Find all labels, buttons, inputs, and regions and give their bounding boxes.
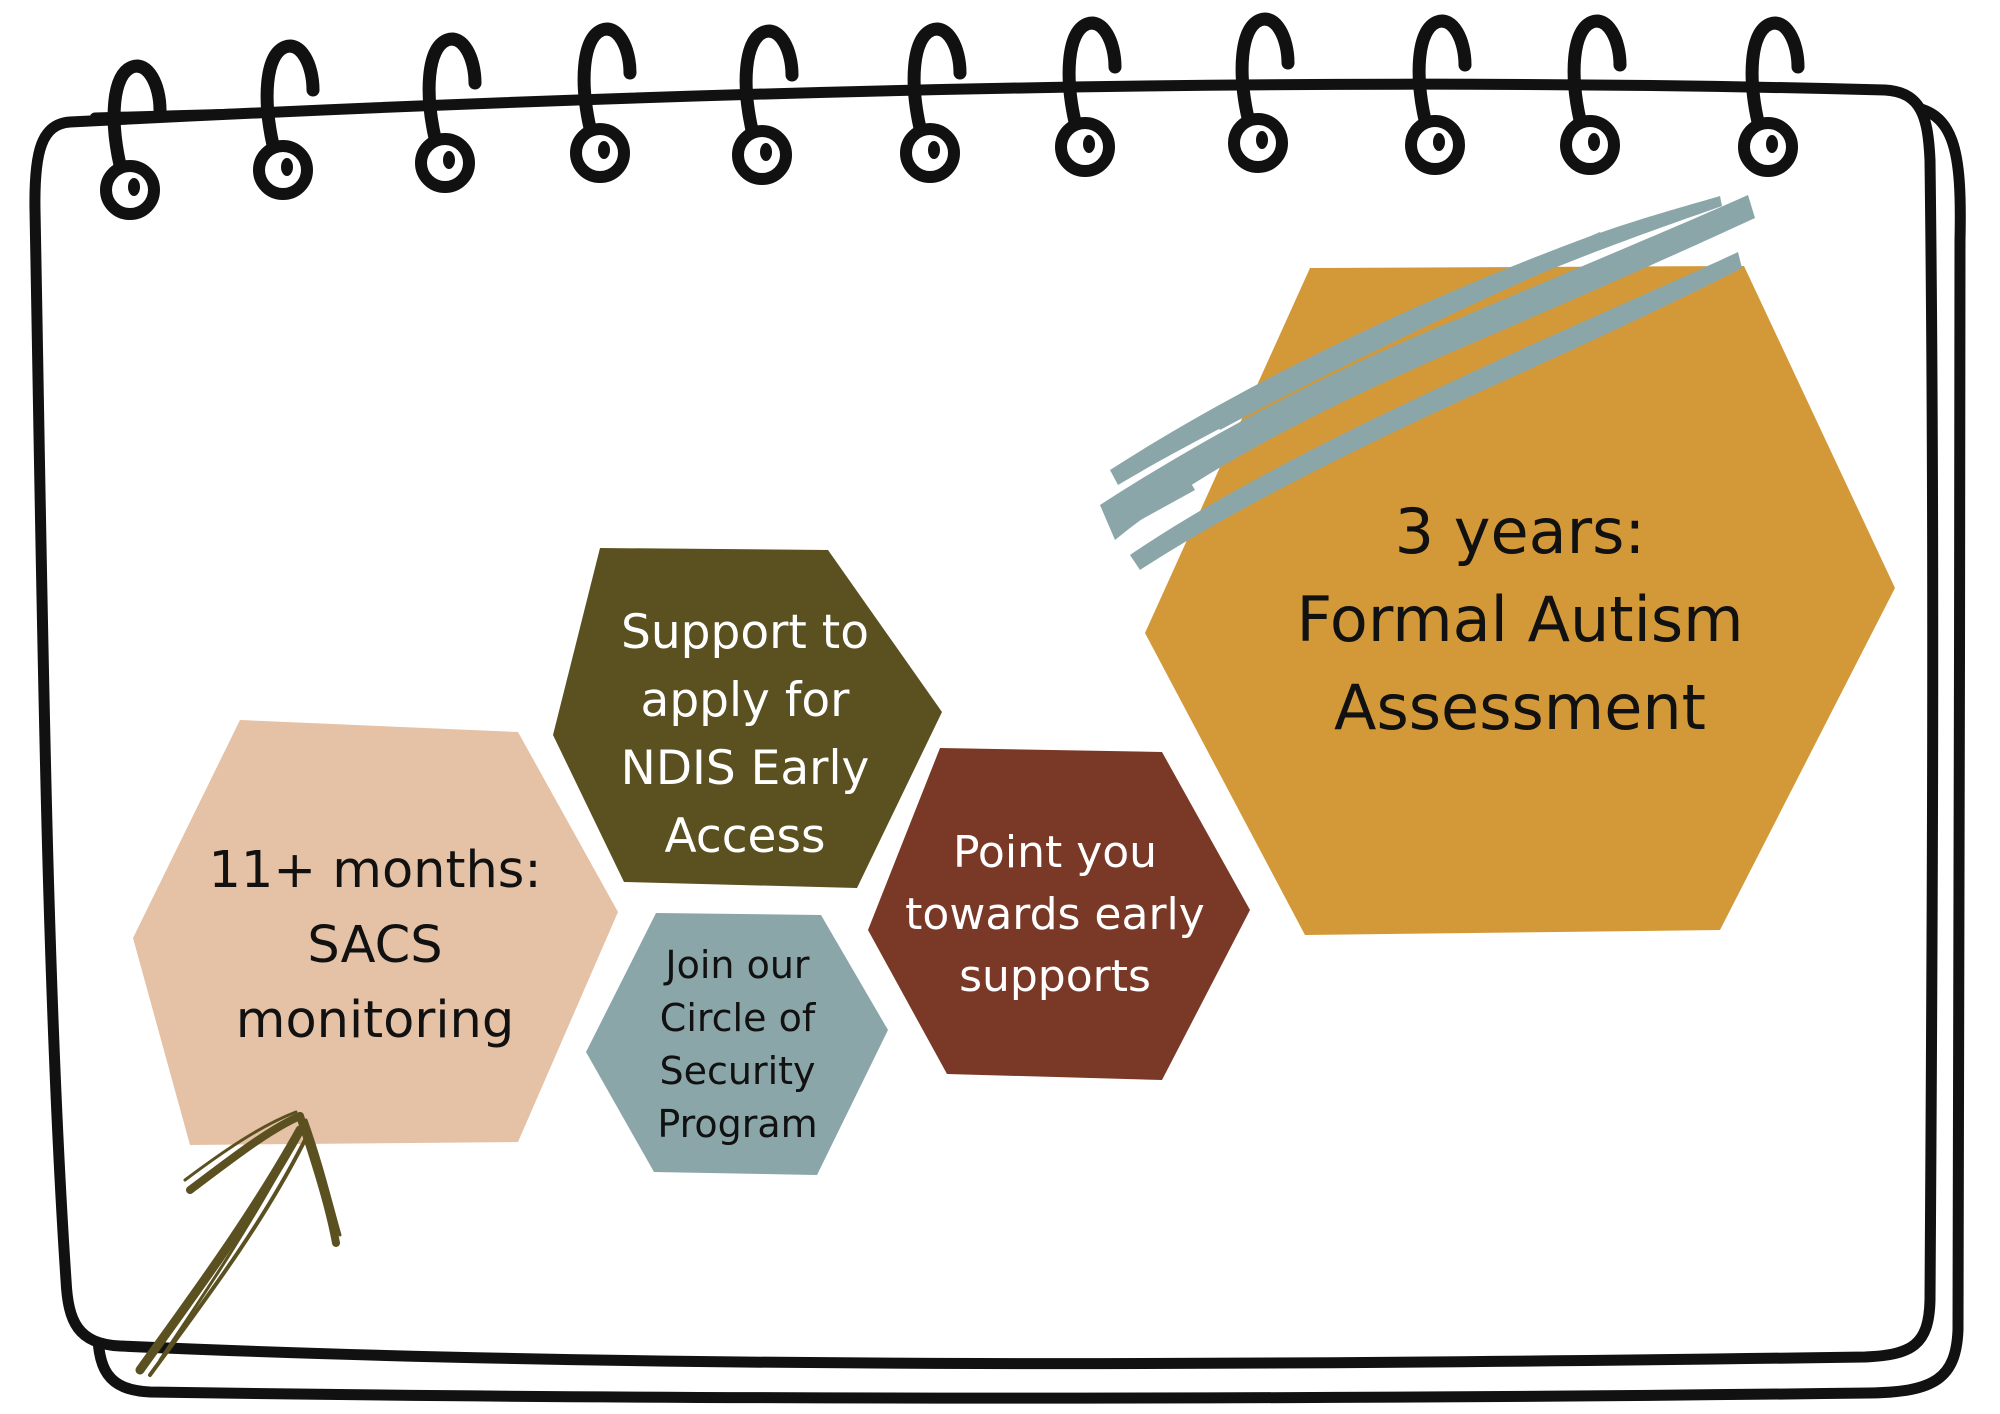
binding-hole-mark bbox=[598, 141, 610, 159]
spiral-ring-icon bbox=[1235, 12, 1295, 125]
binding-hole-mark bbox=[1256, 131, 1268, 149]
point-label: Point you towards early supports bbox=[880, 815, 1230, 1015]
binding-hole-mark bbox=[1588, 133, 1600, 151]
ndis-line-4: Access bbox=[664, 809, 826, 864]
spiral-ring-icon bbox=[1412, 14, 1472, 127]
circle-line-3: Security bbox=[659, 1049, 816, 1093]
brush-stroke bbox=[1100, 195, 1755, 570]
circle-line-1: Join our bbox=[665, 943, 810, 987]
hand-drawn-arrow-icon bbox=[135, 1110, 342, 1377]
assessment-label: 3 years: Formal Autism Assessment bbox=[1180, 470, 1860, 770]
point-line-2: towards early bbox=[905, 889, 1205, 940]
hex-formal-autism-assessment bbox=[1145, 266, 1895, 935]
sacs-line-1: 11+ months: bbox=[208, 840, 542, 900]
binding-hole-mark bbox=[443, 151, 455, 169]
spiral-ring-icon bbox=[1062, 16, 1122, 129]
binding-hole-mark bbox=[1433, 133, 1445, 151]
spiral-ring-icon bbox=[1745, 16, 1805, 129]
spiral-ring-icon bbox=[739, 24, 799, 137]
circle-line-4: Program bbox=[657, 1102, 818, 1146]
hex-ndis-early-access bbox=[553, 548, 942, 888]
spiral-ring-icon bbox=[107, 59, 167, 172]
spiral-ring-icon bbox=[1567, 14, 1627, 127]
binding-hole-mark bbox=[928, 141, 940, 159]
sacs-line-3: monitoring bbox=[235, 990, 515, 1050]
sacs-line-2: SACS bbox=[307, 915, 443, 975]
ndis-line-1: Support to bbox=[621, 605, 869, 660]
ndis-line-3: NDIS Early bbox=[620, 741, 870, 796]
circle-line-2: Circle of bbox=[659, 996, 816, 1040]
assessment-line-2: Formal Autism bbox=[1296, 583, 1744, 656]
point-line-1: Point you bbox=[952, 827, 1158, 878]
assessment-line-1: 3 years: bbox=[1394, 495, 1646, 568]
spiral-ring-icon bbox=[422, 32, 482, 145]
hex-circle-of-security bbox=[586, 913, 888, 1175]
binding-hole-mark bbox=[281, 158, 293, 176]
ndis-line-2: apply for bbox=[640, 673, 850, 728]
hex-sacs-monitoring bbox=[133, 720, 618, 1145]
binding-hole-mark bbox=[760, 143, 772, 161]
spiral-notebook-binding bbox=[100, 12, 1805, 220]
spiral-ring-icon bbox=[260, 39, 320, 152]
circle-label: Join our Circle of Security Program bbox=[600, 935, 875, 1155]
binding-hole-mark bbox=[128, 178, 140, 196]
ndis-label: Support to apply for NDIS Early Access bbox=[560, 590, 930, 880]
binding-hole-mark bbox=[1766, 135, 1778, 153]
hex-point-to-early-supports bbox=[868, 748, 1250, 1080]
spiral-ring-icon bbox=[907, 22, 967, 135]
spiral-ring-icon bbox=[577, 22, 637, 135]
assessment-line-3: Assessment bbox=[1334, 671, 1706, 744]
sacs-label: 11+ months: SACS monitoring bbox=[150, 825, 600, 1065]
binding-hole-mark bbox=[1083, 135, 1095, 153]
point-line-3: supports bbox=[959, 951, 1151, 1002]
